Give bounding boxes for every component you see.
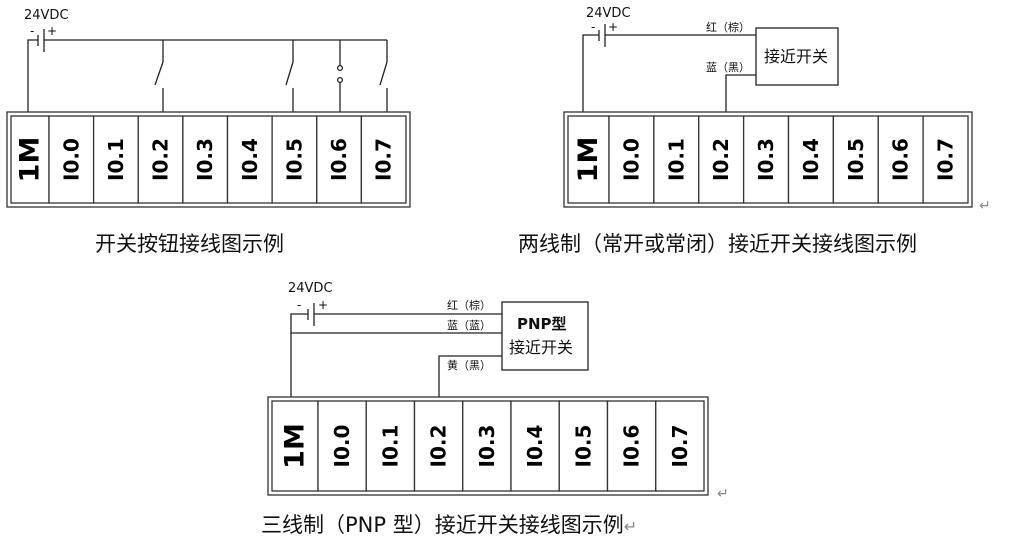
diagram2-terminal-cell <box>742 115 790 204</box>
diagram1-terminal-cell <box>360 115 407 204</box>
diagram1-terminal-label: I0.5 <box>282 138 306 181</box>
diagram2-terminal-cell <box>608 115 655 204</box>
diagram2-wire-blue: 蓝（黑） <box>706 61 750 74</box>
diagram3-voltage-label: 24VDC <box>288 281 333 296</box>
diagram1-terminal-block: 1M I0.0 I0.1 I0.2 I0.3 I0.4 I0.5 I0.6 I0.7 <box>6 111 411 208</box>
diagram2-wiring <box>582 24 839 112</box>
diagram3-terminal-label: I0.0 <box>330 425 354 468</box>
diagram3-pos-label: + <box>318 298 328 312</box>
diagram3-terminal-label: I0.5 <box>571 425 595 468</box>
diagram2-terminal-label: I0.2 <box>709 138 733 181</box>
diagram1-terminal-label: I0.3 <box>193 138 217 181</box>
diagram3-terminal-label: I0.4 <box>523 425 547 468</box>
diagram2-terminal-cell <box>877 115 924 204</box>
diagram1-pos-label: + <box>47 24 57 38</box>
diagram3-caption-mark: ↵ <box>623 517 638 536</box>
diagram2-terminal-label: I0.6 <box>889 138 913 181</box>
diagram2-terminal-label: I0.5 <box>844 138 868 181</box>
diagram3-wire-yellow: 黄（黑） <box>447 358 491 372</box>
diagram3-terminal-cell <box>510 400 560 492</box>
diagram3-terminal-label: I0.6 <box>620 425 644 468</box>
diagram1-terminal-cell <box>10 115 50 204</box>
diagram3-terminal-label: I0.7 <box>668 425 692 468</box>
diagram2-terminal-label: I0.3 <box>754 138 778 181</box>
diagram1-terminal-label: I0.6 <box>327 138 351 181</box>
diagram1-terminal-label: I0.1 <box>104 138 128 181</box>
diagram2-sensor-label: 接近开关 <box>764 47 828 66</box>
diagram3-sensor-label-top: PNP型 <box>517 315 567 333</box>
diagram2-terminal-label: I0.1 <box>664 138 688 181</box>
diagram3-terminal-cell <box>413 400 464 492</box>
diagram3-terminal-cell <box>558 400 609 492</box>
diagram3-caption: 三线制（PNP 型）接近开关接线图示例 <box>261 513 624 537</box>
diagram2-terminal-cell <box>653 115 700 204</box>
diagram2-pos-label: + <box>608 20 618 34</box>
diagram2-terminal-label: I0.7 <box>934 138 958 181</box>
diagram2-terminal-block: 1M I0.0 I0.1 I0.2 I0.3 I0.4 I0.5 I0.6 I0.7 <box>563 111 973 208</box>
diagram2-caption: 两线制（常开或常闭）接近开关接线图示例 <box>518 232 917 256</box>
diagram1-terminal-cell <box>92 115 139 204</box>
diagram1-wiring <box>27 29 388 112</box>
diagram2-terminal-label: I0.4 <box>799 138 823 181</box>
diagram2-terminal-cell <box>832 115 879 204</box>
diagram3-sensor-label-bottom: 接近开关 <box>509 338 573 357</box>
diagram1-terminal-label: 1M <box>15 137 46 183</box>
diagram3-terminal-cell <box>317 400 367 492</box>
diagram3-wire-blue: 蓝（蓝） <box>447 319 491 332</box>
diagram3-neg-label: - <box>297 298 301 312</box>
diagram3-return-mark: ↵ <box>717 486 729 502</box>
diagram3-wiring <box>290 301 589 397</box>
diagram3-terminal-label: I0.3 <box>475 425 499 468</box>
diagram2-terminal-label: 1M <box>573 137 604 183</box>
diagram1-terminal-label: I0.0 <box>59 138 83 181</box>
diagram2-wire-red: 红（棕） <box>706 20 750 34</box>
diagram3-terminal-label: I0.1 <box>378 425 402 468</box>
diagram1-terminal-cell <box>182 115 229 204</box>
diagram3-terminal-cell <box>606 400 657 492</box>
diagram3-terminal-cell <box>271 400 319 492</box>
diagram1-caption: 开关按钮接线图示例 <box>95 232 284 256</box>
diagram1-voltage-label: 24VDC <box>24 8 69 23</box>
diagram3-terminal-cell <box>655 400 705 492</box>
diagram1-terminal-label: I0.4 <box>238 138 262 181</box>
diagram1-terminal-label: I0.2 <box>149 138 173 181</box>
diagram3-caption-wrap: 三线制（PNP 型）接近开关接线图示例↵ <box>261 515 637 536</box>
diagram3-terminal-block: 1M I0.0 I0.1 I0.2 I0.3 I0.4 I0.5 I0.6 I0.7 <box>267 396 709 496</box>
diagram1-terminal-label: I0.7 <box>372 138 396 181</box>
diagram2-terminal-cell <box>922 115 969 204</box>
diagram1-terminal-cell <box>137 115 184 204</box>
diagram3-wire-red: 红（棕） <box>447 298 491 312</box>
diagram1-terminal-cell <box>271 115 318 204</box>
diagram3-terminal-label: I0.2 <box>427 425 451 468</box>
diagram1-neg-label: - <box>30 24 34 38</box>
diagram2-return-mark: ↵ <box>979 198 991 214</box>
diagram2-terminal-cell <box>567 115 610 204</box>
diagram2-terminal-cell <box>787 115 835 204</box>
diagram2-terminal-label: I0.0 <box>619 138 643 181</box>
diagram3-terminal-label: 1M <box>280 423 311 469</box>
diagram2-voltage-label: 24VDC <box>586 6 631 21</box>
diagram2-neg-label: - <box>591 20 595 34</box>
diagram1-terminal-cell <box>48 115 95 204</box>
